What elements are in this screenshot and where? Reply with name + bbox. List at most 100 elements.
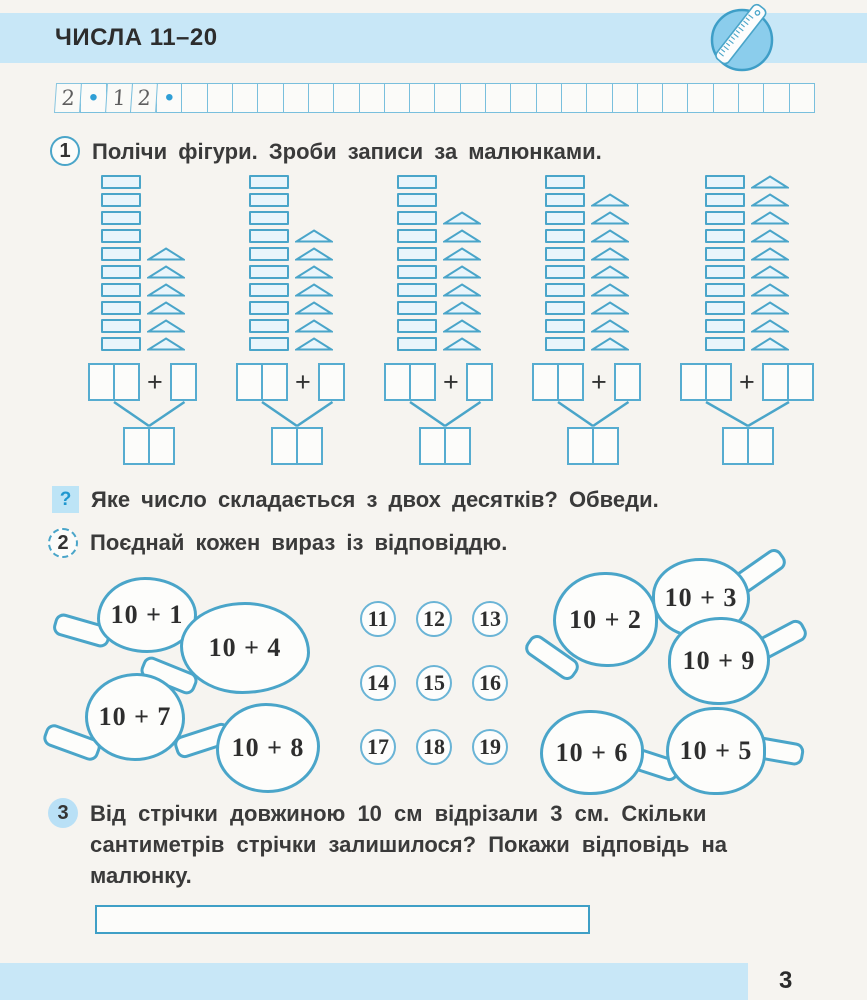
answer-circle[interactable]: 15 <box>416 665 452 701</box>
answer-circle[interactable]: 11 <box>360 601 396 637</box>
practice-cell[interactable] <box>510 83 537 113</box>
practice-cell[interactable] <box>788 83 815 113</box>
answer-diagram: + <box>680 363 814 465</box>
practice-cell[interactable] <box>560 83 588 113</box>
practice-cell[interactable] <box>712 83 740 113</box>
practice-cell[interactable] <box>409 83 436 113</box>
practice-cell[interactable] <box>611 83 638 113</box>
answer-cell[interactable] <box>169 363 197 401</box>
practice-cell[interactable] <box>333 83 360 113</box>
rectangle-shape <box>544 319 585 333</box>
triangle-shape <box>440 337 483 351</box>
answer-cell[interactable] <box>761 363 789 401</box>
sum-connector-lines <box>88 400 197 428</box>
practice-cell[interactable] <box>358 83 385 113</box>
rectangle-shape <box>100 283 141 297</box>
practice-cell[interactable] <box>181 83 208 113</box>
practice-cell[interactable]: 2 <box>129 83 159 113</box>
triangle-shape <box>144 319 187 333</box>
triangle-shape <box>749 193 791 207</box>
practice-cell[interactable] <box>282 83 309 113</box>
answer-cell[interactable] <box>532 363 559 401</box>
practice-cell[interactable] <box>459 83 487 113</box>
answer-cell[interactable] <box>747 427 774 465</box>
answer-cell[interactable] <box>567 427 594 465</box>
answer-circle[interactable]: 17 <box>360 729 396 765</box>
practice-cell[interactable] <box>687 83 714 113</box>
figure-stacks <box>705 175 791 351</box>
practice-cell[interactable] <box>662 83 689 113</box>
answer-cell[interactable] <box>705 363 732 401</box>
paddle-10-plus-2[interactable]: 10 + 2 <box>521 572 658 684</box>
answer-cell[interactable] <box>88 363 115 401</box>
paddle-10-plus-8[interactable]: 10 + 8 <box>171 703 320 793</box>
practice-cell[interactable] <box>257 83 284 113</box>
expression-label: 10 + 4 <box>208 633 282 662</box>
paddle-10-plus-9[interactable]: 10 + 9 <box>668 616 811 705</box>
answer-cell[interactable] <box>444 427 471 465</box>
answer-circle[interactable]: 13 <box>472 601 508 637</box>
answer-cell[interactable] <box>317 363 345 401</box>
triangle-shape <box>440 247 483 261</box>
page-title: ЧИСЛА 11–20 <box>55 24 218 51</box>
paddle-10-plus-7[interactable]: 10 + 7 <box>40 673 185 764</box>
answer-cell[interactable] <box>123 427 150 465</box>
rectangle-shape <box>248 247 289 261</box>
practice-cell[interactable] <box>232 83 259 113</box>
rectangle-stack <box>705 175 745 351</box>
answer-circle[interactable]: 19 <box>472 729 508 765</box>
practice-cell[interactable]: 2 <box>53 83 83 113</box>
expression-label: 10 + 9 <box>682 646 756 675</box>
answer-cell[interactable] <box>236 363 263 401</box>
tens-ones-boxes <box>384 363 436 401</box>
ribbon-rectangle[interactable] <box>95 905 590 934</box>
practice-cell[interactable] <box>307 83 335 113</box>
answer-cell[interactable] <box>409 363 436 401</box>
practice-cell[interactable] <box>383 83 411 113</box>
figure-group: + <box>384 175 493 465</box>
answer-cell[interactable] <box>786 363 814 401</box>
figure-stacks <box>544 175 631 351</box>
answer-cell[interactable] <box>113 363 140 401</box>
answer-circle[interactable]: 12 <box>416 601 452 637</box>
practice-cell[interactable] <box>763 83 790 113</box>
answer-cell[interactable] <box>465 363 493 401</box>
answer-cell[interactable] <box>613 363 641 401</box>
paddle-10-plus-5[interactable]: 10 + 5 <box>666 707 806 795</box>
answer-circle[interactable]: 14 <box>360 665 396 701</box>
answer-cell[interactable] <box>419 427 446 465</box>
practice-cell[interactable]: • <box>80 83 107 113</box>
triangle-shape <box>749 175 791 189</box>
answer-cell[interactable] <box>680 363 707 401</box>
answer-circle[interactable]: 16 <box>472 665 508 701</box>
paddle-10-plus-4[interactable]: 10 + 4 <box>137 602 310 698</box>
practice-cell[interactable] <box>206 83 234 113</box>
answer-circle[interactable]: 18 <box>416 729 452 765</box>
practice-cell[interactable]: • <box>156 83 183 113</box>
triangle-shape <box>588 211 631 225</box>
answer-cell[interactable] <box>296 427 323 465</box>
expression-label: 10 + 5 <box>679 736 753 765</box>
answer-cell[interactable] <box>592 427 619 465</box>
practice-cell[interactable] <box>636 83 664 113</box>
triangle-shape <box>292 283 335 297</box>
rectangle-shape <box>544 247 585 261</box>
practice-cell[interactable] <box>586 83 613 113</box>
rectangle-shape <box>705 211 745 225</box>
practice-cell[interactable] <box>485 83 512 113</box>
answer-cell[interactable] <box>148 427 175 465</box>
practice-cell[interactable] <box>738 83 765 113</box>
practice-cell[interactable] <box>535 83 562 113</box>
paddle-10-plus-6[interactable]: 10 + 6 <box>540 710 683 795</box>
rectangle-shape <box>248 283 289 297</box>
answer-cell[interactable] <box>384 363 411 401</box>
answer-cell[interactable] <box>271 427 298 465</box>
answer-cell[interactable] <box>557 363 584 401</box>
practice-cell[interactable] <box>434 83 461 113</box>
answer-cell[interactable] <box>722 427 749 465</box>
plus-sign: + <box>443 367 459 397</box>
sum-boxes <box>567 427 619 465</box>
answer-cell[interactable] <box>261 363 288 401</box>
practice-cell[interactable]: 1 <box>104 83 133 113</box>
